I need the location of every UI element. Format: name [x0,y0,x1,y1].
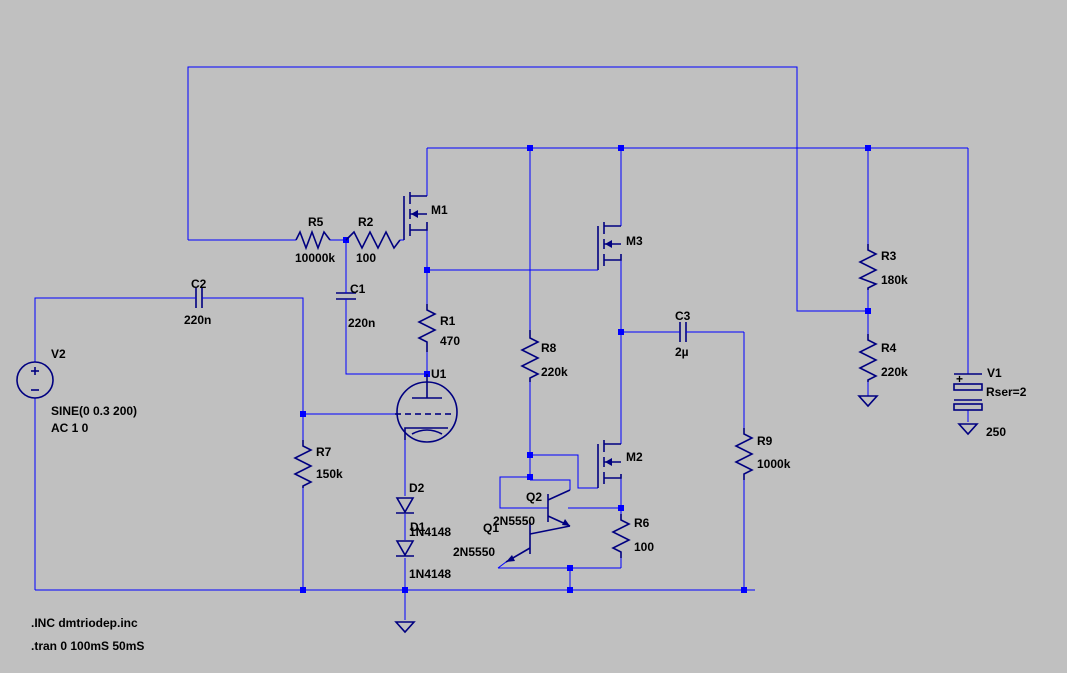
u1-ref-label: U1 [431,367,447,381]
r5-ref-label: R5 [308,215,324,229]
r7-value-label: 150k [316,467,343,481]
r1-resistor-symbol[interactable] [417,304,437,352]
r6-resistor-symbol[interactable] [611,514,631,558]
r2-resistor-symbol[interactable] [345,230,401,250]
r7-resistor-symbol[interactable] [293,440,313,488]
r5-resistor-symbol[interactable] [295,229,331,251]
r9-resistor-symbol[interactable] [734,428,754,480]
r6-value-label: 100 [634,540,654,554]
v2-voltage-source-symbol[interactable] [16,361,54,399]
r2-ref-label: R2 [358,215,374,229]
c1-ref-label: C1 [350,282,366,296]
r3-ref-label: R3 [881,249,897,263]
d1-value-label: 1N4148 [409,567,451,581]
r8-ref-label: R8 [541,341,557,355]
r9-value-label: 1000k [757,457,791,471]
v1-ref-label: V1 [987,366,1002,380]
c2-value-label: 220n [184,313,211,327]
r8-value-label: 220k [541,365,568,379]
c1-capacitor-symbol[interactable] [336,286,356,306]
v2-ref-label: V2 [51,347,66,361]
r1-value-label: 470 [440,334,460,348]
q2-value-label: 2N5550 [493,514,535,528]
r7-ref-label: R7 [316,445,332,459]
q2-ref-label: Q2 [526,490,542,504]
d2-value-label: 1N4148 [409,525,451,539]
q1-ref-label: Q1 [483,521,499,535]
m2-ref-label: M2 [626,450,643,464]
v2-value-label: SINE(0 0.3 200) [51,404,137,418]
r9-ref-label: R9 [757,434,773,448]
c2-ref-label: C2 [191,277,207,291]
c3-value-label: 2µ [675,345,689,359]
c1-value-label: 220n [348,316,375,330]
c3-capacitor-symbol[interactable] [676,322,690,342]
m1-mosfet-symbol[interactable] [403,192,428,240]
battery-plus-sign: + [956,372,963,386]
ground-symbol [394,621,416,634]
r6-ref-label: R6 [634,516,650,530]
d2-ref-label: D2 [409,481,425,495]
m2-mosfet-symbol[interactable] [597,440,622,488]
v1-value-label: 250 [986,425,1006,439]
r1-ref-label: R1 [440,314,456,328]
r3-value-label: 180k [881,273,908,287]
ground-symbol [857,395,879,408]
q2-transistor-symbol[interactable] [530,479,571,527]
q1-value-label: 2N5550 [453,545,495,559]
junctions [300,145,871,593]
r3-resistor-symbol[interactable] [858,244,878,290]
spice-directive[interactable]: .INC dmtriodep.inc [31,616,138,630]
v2-ac-label: AC 1 0 [51,421,89,435]
v1-battery-symbol[interactable]: + [953,372,983,411]
ground-symbol [957,423,979,436]
r4-value-label: 220k [881,365,908,379]
c3-ref-label: C3 [675,309,691,323]
d1-diode-symbol[interactable] [395,540,415,557]
m3-ref-label: M3 [626,234,643,248]
m1-ref-label: M1 [431,203,448,217]
c2-capacitor-symbol[interactable] [192,288,206,308]
r4-resistor-symbol[interactable] [858,334,878,382]
labels: R5 10000k R2 100 M1 M3 M2 C1 220n C2 220… [31,203,1027,653]
r2-value-label: 100 [356,251,376,265]
m3-mosfet-symbol[interactable] [590,222,622,271]
d1-ref-label: D1 [410,520,426,534]
spice-directive[interactable]: .tran 0 100mS 50mS [31,639,144,653]
v1-rser-label: Rser=2 [986,385,1027,399]
d2-diode-symbol[interactable] [395,497,415,514]
u1-triode-symbol[interactable] [395,374,458,443]
r5-value-label: 10000k [295,251,335,265]
wires [34,66,969,620]
r4-ref-label: R4 [881,341,897,355]
q1-transistor-symbol[interactable] [497,522,571,569]
r8-resistor-symbol[interactable] [520,330,540,382]
